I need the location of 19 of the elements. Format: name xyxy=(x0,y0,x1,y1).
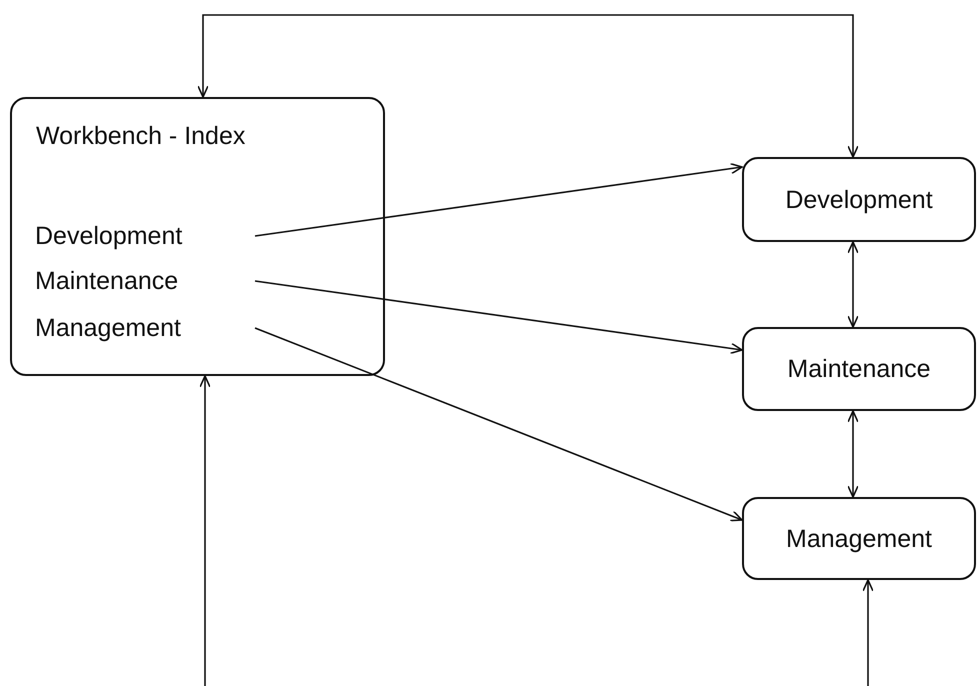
box-label: Development xyxy=(785,184,933,214)
arrow xyxy=(847,410,859,498)
arrow xyxy=(254,280,743,354)
arrow xyxy=(254,327,743,522)
arrow xyxy=(862,579,874,686)
arrow xyxy=(847,241,859,328)
list-item-text: Development xyxy=(35,221,255,251)
arrow xyxy=(197,14,859,158)
list-item-text: Maintenance xyxy=(35,266,255,296)
list-item-text: Management xyxy=(35,313,255,343)
box-label: Maintenance xyxy=(787,354,931,384)
arrow xyxy=(199,375,211,686)
arrow xyxy=(254,162,743,237)
index-box xyxy=(10,97,385,376)
box-label: Management xyxy=(786,524,932,554)
module-box xyxy=(742,497,976,580)
module-box xyxy=(742,327,976,411)
box-label: Workbench - Index xyxy=(36,121,246,151)
module-box xyxy=(742,157,976,242)
